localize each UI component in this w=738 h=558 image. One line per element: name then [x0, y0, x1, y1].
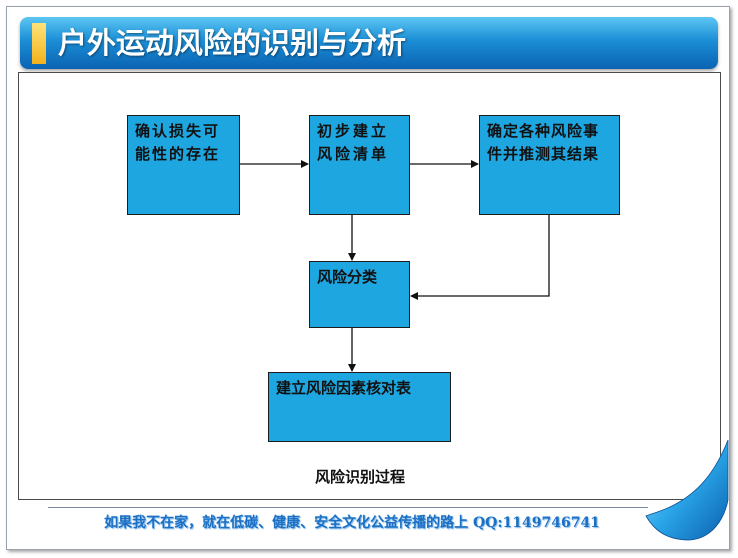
diagram-caption: 风险识别过程 [314, 468, 405, 486]
node-risk-classification: 风险分类 [309, 261, 410, 328]
title-accent-bar [32, 23, 46, 64]
title-banner [20, 17, 718, 69]
arrow-box3-to-box4 [410, 215, 550, 300]
node-confirm-loss-possibility: 确认损失可能性的存在 [127, 115, 240, 215]
slide-title: 户外运动风险的识别与分析 [58, 26, 407, 60]
footer-divider [48, 507, 648, 508]
node-risk-factor-checklist: 建立风险因素核对表 [268, 372, 451, 442]
node-determine-risk-events: 确定各种风险事件并推测其结果 [479, 115, 620, 215]
footer-text: 如果我不在家，就在低碳、健康、安全文化公益传播的路上 QQ:1149746741 [104, 515, 600, 531]
node-initial-risk-list: 初步建立风险清单 [309, 115, 410, 215]
